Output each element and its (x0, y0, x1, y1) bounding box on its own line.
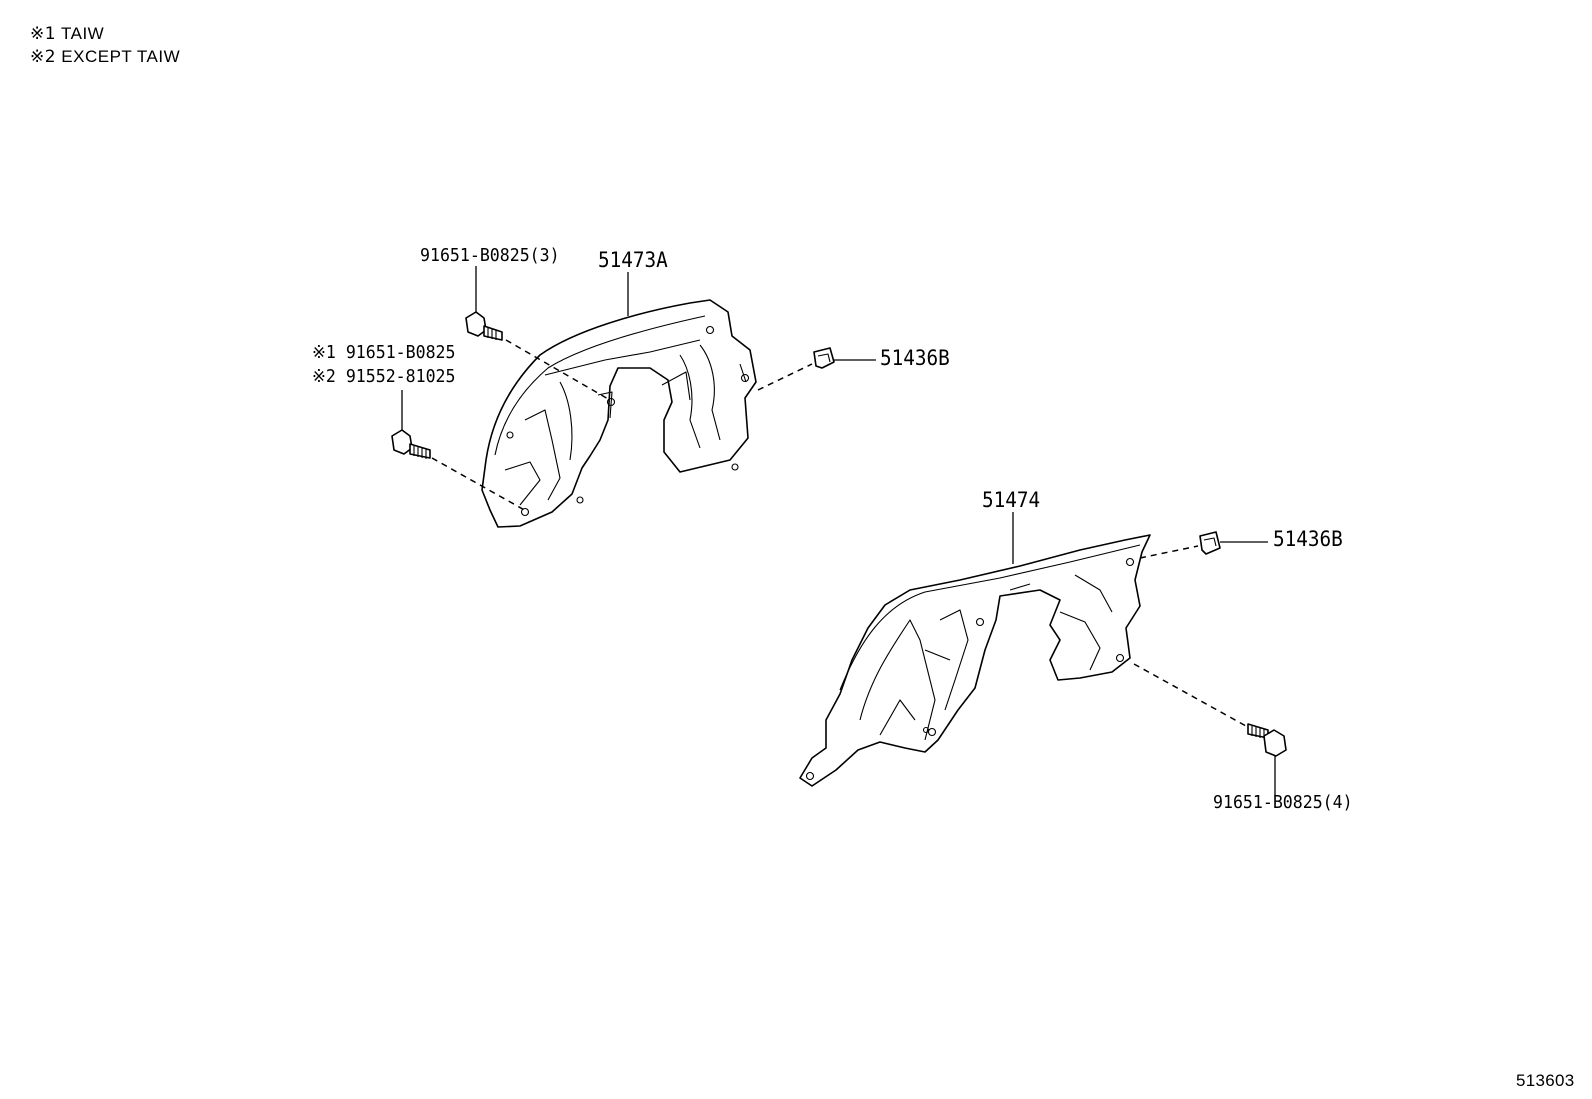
shield-51473a-drawing[interactable] (481, 299, 757, 528)
label-shield-51474[interactable]: 51474 (982, 488, 1041, 512)
bolt-91651-b0825-4-drawing[interactable] (1247, 723, 1287, 757)
guide-bolt-bottom-right (1133, 663, 1247, 727)
label-shield-51473a[interactable]: 51473A (598, 248, 668, 272)
alt-bolt-1-number: 91651-B0825 (345, 342, 456, 363)
guide-clip-upper (757, 363, 813, 391)
alt-bolt-2-number: 91552-81025 (345, 366, 456, 387)
note-taiw: ※1 TAIW (30, 24, 104, 44)
label-alt-bolt-1[interactable]: ※1 91651-B0825 (312, 342, 456, 363)
guide-clip-lower (1139, 545, 1199, 559)
alt-bolt-2-mark: ※2 (312, 366, 336, 387)
label-clip-51436b-lower[interactable]: 51436B (1273, 527, 1343, 551)
guide-bolt-top-left (505, 339, 611, 401)
bolt-91651-b0825-3-drawing[interactable] (465, 311, 503, 341)
clip-51436b-lower-drawing[interactable] (1199, 531, 1221, 555)
label-bolt-91651-b0825-4[interactable]: 91651-B0825(4) (1213, 792, 1353, 813)
diagram-code: 513603 (1516, 1071, 1575, 1090)
label-bolt-91651-b0825-3[interactable]: 91651-B0825(3) (420, 245, 560, 266)
note-text-1: TAIW (60, 24, 105, 43)
note-mark-2: ※2 (30, 47, 57, 67)
note-mark-1: ※1 (30, 24, 57, 44)
guide-bolt-alt (431, 457, 529, 513)
note-text-2: EXCEPT TAIW (61, 47, 181, 66)
note-except-taiw: ※2 EXCEPT TAIW (30, 47, 180, 67)
shield-51474-drawing[interactable] (799, 534, 1151, 787)
bolt-alt-left-drawing[interactable] (391, 429, 431, 459)
label-alt-bolt-2[interactable]: ※2 91552-81025 (312, 366, 456, 387)
alt-bolt-1-mark: ※1 (312, 342, 336, 363)
label-clip-51436b-upper[interactable]: 51436B (880, 346, 950, 370)
clip-51436b-upper-drawing[interactable] (813, 347, 835, 369)
